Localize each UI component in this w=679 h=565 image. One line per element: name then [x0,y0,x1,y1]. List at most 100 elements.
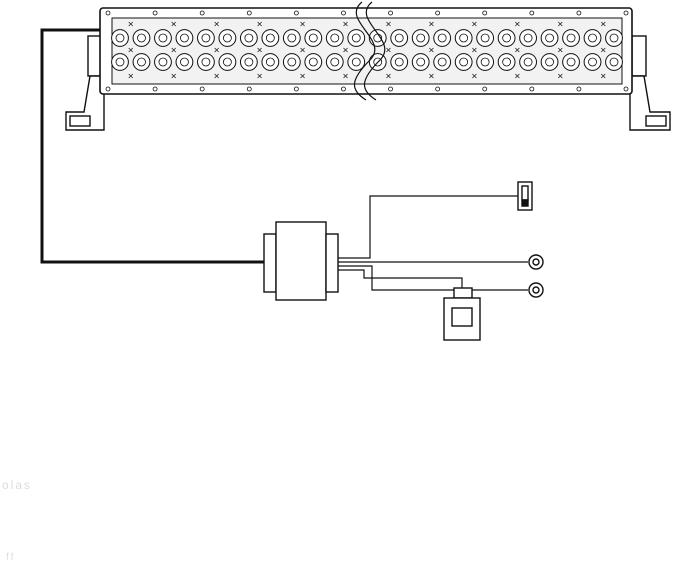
led-lens [433,29,452,47]
lens-separator-mark [128,47,133,53]
fuse-holder [443,287,481,341]
mounting-screw [199,10,205,16]
length-break-mark [353,1,386,101]
lens-separator-mark [472,21,477,27]
lens-separator-mark [558,47,563,53]
lens-separator-mark [515,21,520,27]
led-lens [454,53,473,71]
led-lens [454,29,473,47]
lens-separator-mark [128,73,133,79]
mounting-screw [199,86,205,92]
lens-separator-mark [429,73,434,79]
lens-separator-mark [343,47,348,53]
led-lens [562,29,580,47]
led-lens [132,53,151,71]
mounting-screw [105,10,111,16]
mounting-screw [576,86,582,92]
mounting-screw [341,10,346,16]
led-lens [111,53,129,71]
lens-separator-mark [386,73,391,79]
led-lens [197,53,215,71]
lens-separator-mark [214,47,219,53]
led-lens [325,29,344,47]
lens-separator-mark [601,73,606,79]
switch-wire [338,195,518,259]
led-lens [562,53,580,71]
led-lens [304,29,323,47]
mounting-screw [388,10,393,16]
mounting-screw [293,10,299,16]
led-lens [433,53,452,71]
led-lens [304,53,323,71]
mounting-screw [246,10,252,16]
faint-mark-1: olas [2,478,33,492]
mounting-screw [623,86,629,92]
lens-separator-mark [601,21,606,27]
led-lens [347,29,366,47]
lens-separator-mark [472,47,477,53]
led-lens [497,53,516,71]
led-lens [282,53,301,71]
lens-separator-mark [300,47,305,53]
mounting-screw [482,10,488,16]
harness-wires [338,195,528,296]
led-lens [411,53,430,71]
lens-separator-mark [171,47,176,53]
led-lens [583,29,602,47]
lens-separator-mark [257,73,262,79]
led-lens [132,29,151,47]
led-lens [154,29,172,47]
mounting-screw [623,10,629,16]
right-mounting-bracket [629,35,671,131]
lens-separator-mark [214,73,219,79]
led-lens [175,53,194,71]
mounting-screw [293,86,299,92]
lens-separator-mark [429,47,434,53]
lens-separator-mark [558,73,563,79]
lens-separator-mark [515,73,520,79]
led-lens [583,53,602,71]
mounting-screw [435,10,441,16]
lens-separator-mark [472,73,477,79]
lens-separator-mark [343,73,348,79]
lens-separator-mark [128,21,133,27]
mounting-screw [576,10,582,16]
mounting-screw [388,86,393,92]
lens-separator-mark [386,47,391,53]
led-lens [325,53,344,71]
led-lens [239,53,258,71]
lens-separator-mark [558,21,563,27]
lens-separator-mark [300,21,305,27]
led-lens [390,29,409,47]
ring-terminal-1 [528,254,544,270]
led-lens [497,29,516,47]
led-lens-grid [111,21,623,79]
mounting-screw [152,10,158,16]
mounting-screw [341,86,346,92]
led-lens [347,53,366,71]
led-lens [519,53,537,71]
led-lens [261,53,280,71]
led-lens [390,53,409,71]
led-lens [197,29,215,47]
led-lens [540,29,559,47]
led-lens [239,29,258,47]
lens-separator-mark [343,21,348,27]
mounting-screw [435,86,441,92]
led-lens [411,29,430,47]
mounting-screw [246,86,252,92]
lens-separator-mark [214,21,219,27]
main-power-cable [40,28,268,264]
faint-mark-2: ff [6,552,16,563]
led-lens [476,53,495,71]
led-lens [154,53,172,71]
led-lens [175,29,194,47]
lens-separator-mark [171,73,176,79]
mounting-screw [105,86,111,92]
led-lens [261,29,280,47]
led-lens [218,53,237,71]
lens-separator-mark [429,21,434,27]
lens-separator-mark [257,47,262,53]
led-lens [282,29,301,47]
